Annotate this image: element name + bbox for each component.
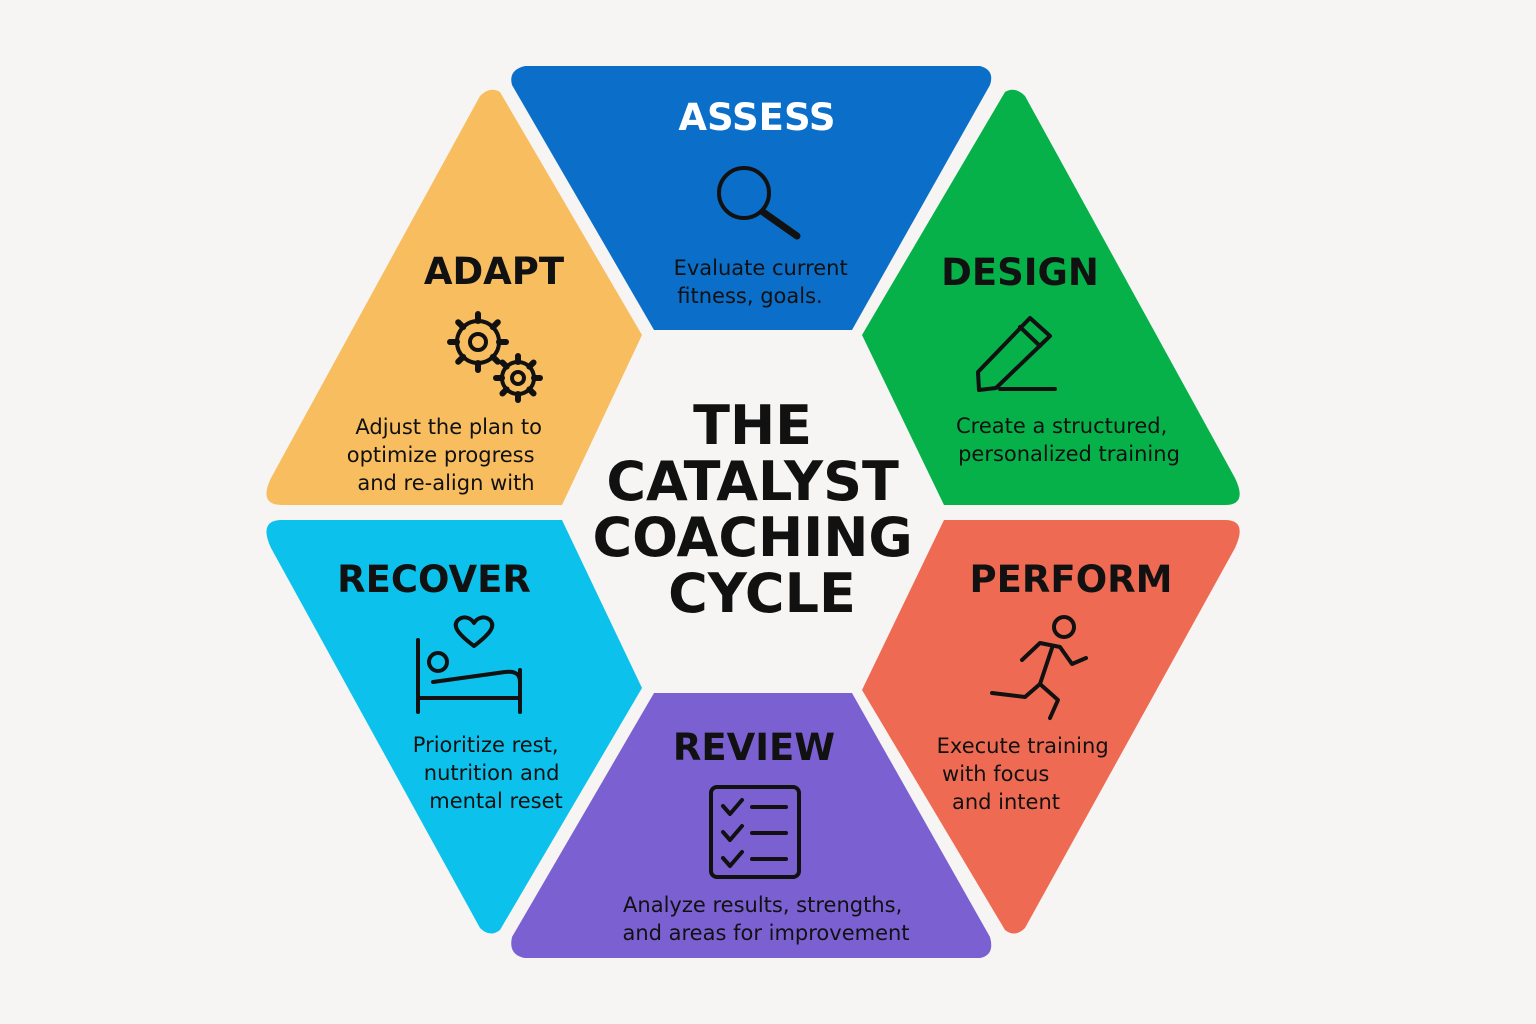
gear-tooth bbox=[499, 386, 510, 397]
adapt-desc-line: Adjust the plan to bbox=[355, 415, 542, 439]
gear-tooth bbox=[489, 353, 501, 365]
bed-heart-icon bbox=[416, 615, 522, 714]
center-title-line: THE bbox=[693, 394, 812, 457]
review-title: REVIEW bbox=[673, 726, 835, 769]
assess-desc-line: fitness, goals. bbox=[677, 284, 822, 308]
perform-title: PERFORM bbox=[970, 558, 1173, 601]
pencil-icon bbox=[976, 316, 1057, 392]
adapt-title: ADAPT bbox=[424, 250, 565, 293]
gear-tooth bbox=[499, 359, 510, 370]
assess-title: ASSESS bbox=[678, 96, 835, 139]
review-segment bbox=[511, 693, 992, 958]
perform-desc-line: Execute training bbox=[937, 734, 1109, 758]
center-title-line: COACHING bbox=[592, 506, 912, 569]
runner-icon bbox=[990, 615, 1088, 720]
adapt-segment bbox=[266, 89, 642, 505]
magnifier-icon bbox=[717, 166, 801, 240]
recover-description: Prioritize rest, nutrition and mental re… bbox=[413, 733, 566, 813]
perform-description: Execute training with focus and intent bbox=[937, 734, 1116, 814]
design-desc-line: personalized training bbox=[958, 442, 1180, 466]
gear-tooth bbox=[526, 386, 537, 397]
checklist-icon bbox=[709, 785, 801, 879]
design-segment bbox=[862, 89, 1240, 505]
recover-title: RECOVER bbox=[337, 558, 531, 601]
assess-description: Evaluate current fitness, goals. bbox=[674, 256, 855, 308]
gear-tooth bbox=[455, 353, 467, 365]
review-desc-line: Analyze results, strengths, bbox=[623, 893, 902, 917]
design-desc-line: Create a structured, bbox=[956, 414, 1167, 438]
recover-desc-line: Prioritize rest, bbox=[413, 733, 559, 757]
adapt-description: Adjust the plan to optimize progress and… bbox=[347, 415, 549, 495]
perform-segment bbox=[862, 520, 1240, 934]
adapt-desc-line: optimize progress bbox=[347, 443, 535, 467]
adapt-desc-line: and re-align with bbox=[357, 471, 534, 495]
center-title-line: CATALYST bbox=[606, 450, 899, 513]
recover-desc-line: nutrition and bbox=[424, 761, 560, 785]
gear-tooth bbox=[489, 319, 501, 331]
perform-desc-line: and intent bbox=[952, 790, 1060, 814]
gear-tooth bbox=[455, 319, 467, 331]
review-description: Analyze results, strengths, and areas fo… bbox=[622, 893, 909, 945]
assess-segment bbox=[511, 66, 992, 330]
gear-tooth bbox=[526, 359, 537, 370]
design-description: Create a structured, personalized traini… bbox=[956, 414, 1180, 466]
center-title: THE CATALYST COACHING CYCLE bbox=[592, 394, 931, 625]
gears-icon bbox=[447, 311, 543, 403]
center-title-line: CYCLE bbox=[668, 562, 856, 625]
recover-desc-line: mental reset bbox=[429, 789, 563, 813]
perform-desc-line: with focus bbox=[942, 762, 1049, 786]
review-desc-line: and areas for improvement bbox=[622, 921, 909, 945]
recover-segment bbox=[266, 520, 642, 934]
design-title: DESIGN bbox=[941, 251, 1099, 294]
assess-desc-line: Evaluate current bbox=[674, 256, 848, 280]
